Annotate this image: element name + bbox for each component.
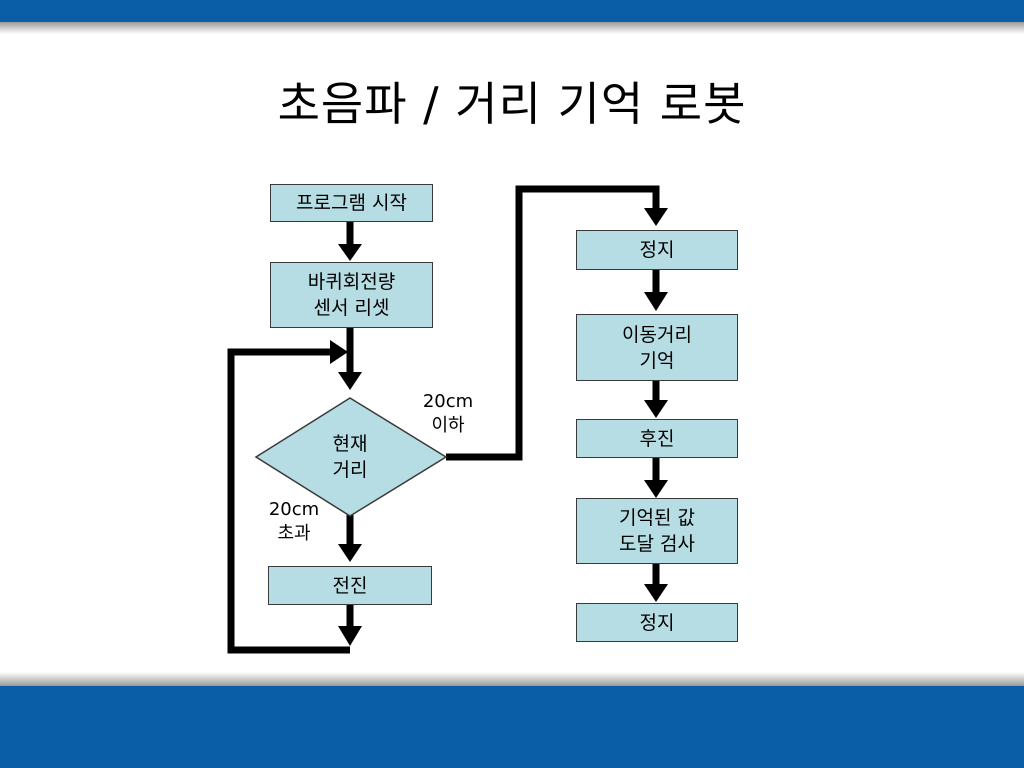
forward-box: 전진 (268, 566, 432, 605)
remember-distance-box: 이동거리 기억 (576, 314, 738, 381)
arrowhead-branch-near (644, 208, 668, 226)
top-banner-shadow (0, 22, 1024, 34)
slide-title: 초음파 / 거리 기억 로봇 (277, 77, 747, 131)
arrowhead-remember-to-backward (644, 400, 668, 418)
stop-box-2: 정지 (576, 603, 738, 642)
arrowhead-decision-to-forward (338, 544, 362, 562)
arrowhead-backward-to-check (644, 480, 668, 498)
arrowhead-stop1-to-remember (644, 292, 668, 311)
branch-near-line (446, 185, 660, 461)
bottom-banner (0, 686, 1024, 768)
reset-box: 바퀴회전량 센서 리셋 (270, 262, 433, 328)
loop-back-line (227, 348, 350, 654)
bottom-banner-shadow (0, 672, 1024, 686)
arrowhead-reset-to-decision (338, 372, 362, 390)
condition-near-label: 20cm 이하 (422, 391, 474, 436)
arrowhead-check-to-stop2 (644, 584, 668, 602)
backward-box: 후진 (576, 419, 738, 458)
condition-far-label: 20cm 초과 (268, 499, 320, 544)
arrowhead-forward-down (338, 626, 362, 646)
arrowhead-loop-back (330, 340, 348, 364)
stop-box-1: 정지 (576, 230, 738, 270)
check-value-box: 기억된 값 도달 검사 (576, 498, 738, 564)
arrowhead-start-to-reset (338, 244, 362, 261)
decision-diamond (254, 397, 448, 517)
start-box: 프로그램 시작 (270, 184, 433, 222)
top-banner (0, 0, 1024, 22)
decision-label: 현재 거리 (332, 433, 368, 481)
